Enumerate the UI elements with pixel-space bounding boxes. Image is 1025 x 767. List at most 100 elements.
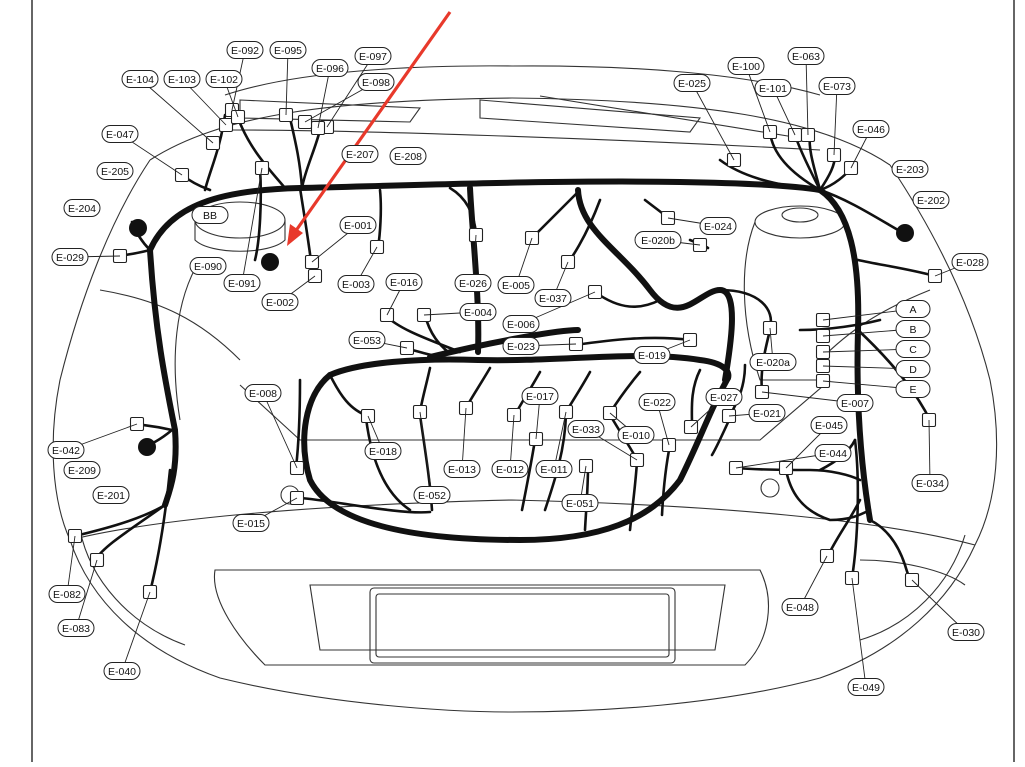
callout-text: E-090 [194, 261, 222, 273]
callout-text: E-040 [108, 666, 136, 678]
leader-line-e-063 [805, 55, 809, 136]
callout-e-042: E-042 [47, 441, 85, 459]
leader-line-e-013 [461, 407, 467, 470]
callout-text: E-002 [266, 297, 294, 309]
callout-text: E-017 [526, 391, 554, 403]
callout-text: E-083 [62, 623, 90, 635]
callout-box [459, 303, 497, 321]
callout-e-208: E-208 [389, 147, 427, 165]
callout-box [818, 77, 856, 95]
callout-text: A [909, 304, 916, 316]
callout-box [912, 191, 950, 209]
leader-line-e-049 [851, 577, 867, 688]
callout-text: E-045 [815, 420, 843, 432]
callout-text: E-082 [53, 589, 81, 601]
callout-box [454, 274, 492, 292]
callout-box [51, 248, 89, 266]
callout-text: E-011 [540, 464, 567, 476]
callout-e: E [895, 380, 931, 398]
callout-box [781, 598, 819, 616]
callout-text: E-051 [566, 498, 594, 510]
callout-box [502, 337, 540, 355]
splice-point-e-207 [261, 253, 279, 271]
callout-e-092: E-092 [226, 41, 264, 59]
callout-text: E-095 [274, 45, 302, 57]
callout-box [311, 59, 349, 77]
callout-text: E-100 [732, 61, 760, 73]
callout-e-008: E-008 [244, 384, 282, 402]
callout-bb: BB [191, 206, 229, 224]
callout-e-011: E-011 [535, 460, 573, 478]
callout-text: E [909, 384, 916, 396]
callout-e-021: E-021 [748, 404, 786, 422]
callout-text: E-013 [448, 464, 476, 476]
callout-box [413, 486, 451, 504]
callout-box [226, 41, 264, 59]
callout-text: E-073 [823, 81, 851, 93]
callout-box [727, 57, 765, 75]
callout-text: E-026 [459, 278, 487, 290]
callout-box [705, 388, 743, 406]
callout-leader-lines [65, 49, 971, 688]
callout-e-101: E-101 [754, 79, 792, 97]
leader-line-e-096 [317, 67, 331, 129]
callout-text: E-008 [249, 388, 277, 400]
callout-text: E-091 [228, 278, 256, 290]
callout-box [339, 216, 377, 234]
callout-e-033: E-033 [567, 420, 605, 438]
callout-e-209: E-209 [63, 461, 101, 479]
callout-c: C [895, 340, 931, 358]
callout-box [836, 394, 874, 412]
callout-text: E-201 [97, 490, 125, 502]
callout-box [852, 120, 890, 138]
callout-e-095: E-095 [269, 41, 307, 59]
callout-e-013: E-013 [443, 460, 481, 478]
callout-e-024: E-024 [699, 217, 737, 235]
callout-box [443, 460, 481, 478]
callout-e-098: E-098 [357, 73, 395, 91]
main-wiring-harness [147, 178, 873, 543]
callout-text: E-018 [369, 446, 397, 458]
callout-e-003: E-003 [337, 275, 375, 293]
callout-box [911, 474, 949, 492]
callout-text: E-203 [896, 164, 924, 176]
callout-e-040: E-040 [103, 662, 141, 680]
callout-e-063: E-063 [787, 47, 825, 65]
callout-e-007: E-007 [836, 394, 874, 412]
callout-box [534, 289, 572, 307]
callout-box [491, 460, 529, 478]
callout-box [205, 70, 243, 88]
callout-box [269, 41, 307, 59]
callout-box [535, 460, 573, 478]
callout-e-020b: E-020b [634, 231, 682, 249]
callout-box [63, 199, 101, 217]
callout-text: E-097 [359, 51, 387, 63]
callout-e-096: E-096 [311, 59, 349, 77]
callout-text: E-005 [502, 280, 530, 292]
callout-text: E-063 [792, 51, 820, 63]
callout-text: E-016 [390, 277, 418, 289]
callout-box [638, 393, 676, 411]
callout-e-017: E-017 [521, 387, 559, 405]
callout-e-073: E-073 [818, 77, 856, 95]
callout-box [634, 231, 682, 249]
callout-text: D [909, 364, 917, 376]
callout-text: E-024 [704, 221, 732, 233]
callout-box [561, 494, 599, 512]
callout-text: E-003 [342, 279, 370, 291]
callout-text: E-204 [68, 203, 96, 215]
callout-e-104: E-104 [121, 70, 159, 88]
callout-text: E-010 [622, 430, 650, 442]
leader-line-e-011 [553, 411, 567, 470]
callout-e-201: E-201 [92, 486, 130, 504]
callout-box [947, 623, 985, 641]
callout-box [754, 79, 792, 97]
callout-text: E-209 [68, 465, 96, 477]
callout-e-082: E-082 [48, 585, 86, 603]
callout-e-044: E-044 [814, 444, 852, 462]
callout-box [497, 276, 535, 294]
callout-box [633, 346, 671, 364]
callout-box [357, 73, 395, 91]
callout-box [502, 315, 540, 333]
